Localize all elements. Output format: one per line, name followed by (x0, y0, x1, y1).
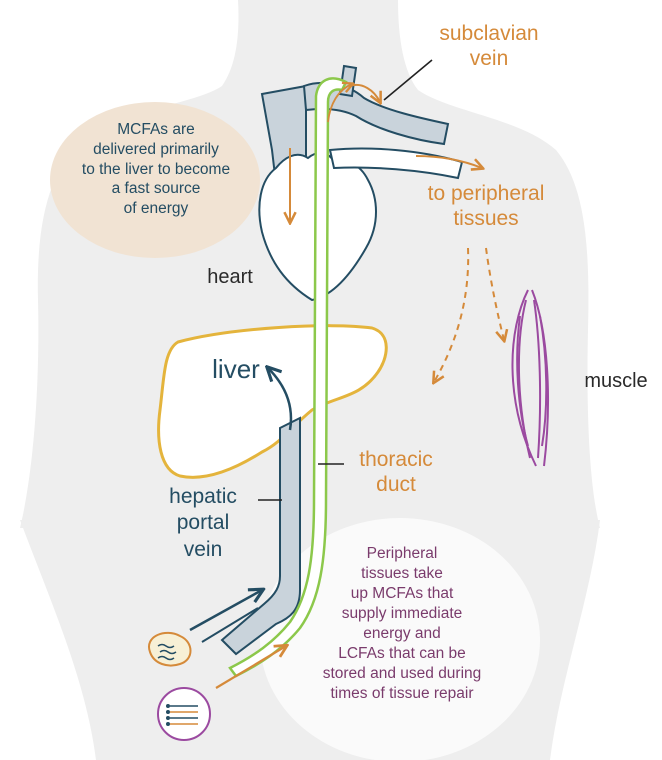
mcfa-note: MCFAs are delivered primarily to the liv… (70, 120, 242, 219)
lcfa-micelle-icon (158, 688, 210, 740)
liver-label: liver (196, 354, 276, 385)
peripheral-tissues-label: to peripheral tissues (396, 182, 576, 232)
muscle-label: muscle (572, 370, 660, 394)
peripheral-note: Peripheral tissues take up MCFAs that su… (292, 544, 512, 704)
hepatic-portal-vein-label: hepatic portal vein (150, 484, 256, 563)
thoracic-duct-label: thoracic duct (336, 448, 456, 498)
mcfa-droplet-icon (149, 633, 191, 666)
subclavian-vein-label: subclavian vein (414, 22, 564, 72)
heart-label: heart (190, 266, 270, 290)
